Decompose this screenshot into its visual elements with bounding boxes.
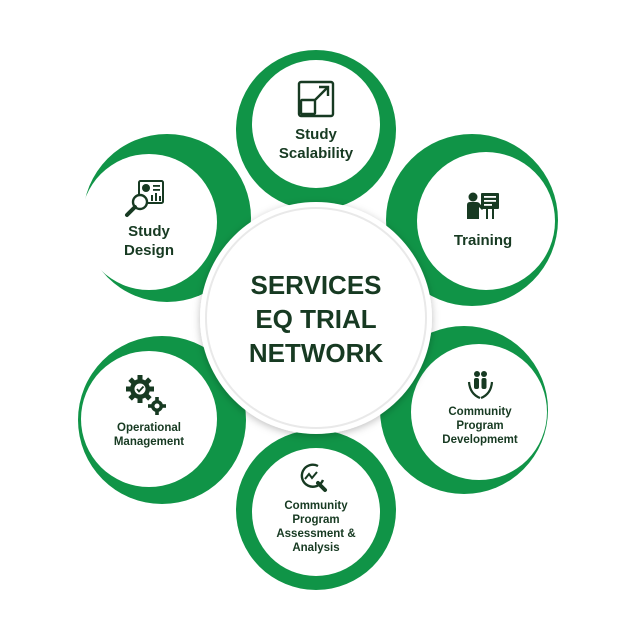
petal-label-line: Scalability	[279, 145, 354, 162]
center-title-line-3: NETWORK	[249, 338, 384, 368]
petal-study-design: Study Design	[124, 180, 174, 259]
petal-study-scalability: Study Scalability	[279, 80, 354, 162]
petal-label-line: Training	[454, 232, 512, 249]
petal-label-line: Study	[128, 223, 170, 240]
community-hands-icon	[467, 371, 494, 400]
gears-icon	[126, 375, 166, 415]
petal-label-line: Study	[295, 126, 337, 143]
petal-label-line: Assessment &	[276, 528, 355, 540]
petal-training: Training	[454, 192, 512, 249]
petal-community-program-assessment: Community Program Assessment & Analysis	[276, 463, 356, 554]
study-design-icon	[125, 180, 164, 217]
petal-label-line: Management	[114, 436, 184, 448]
petal-label-line: Community	[284, 500, 348, 512]
center-hub: SERVICES EQ TRIAL NETWORK	[200, 202, 432, 434]
petal-label-line: Design	[124, 242, 174, 259]
petal-label-line: Community	[448, 406, 512, 418]
center-title-line-1: SERVICES	[250, 270, 381, 300]
petal-label-line: Program	[292, 514, 339, 526]
training-icon	[467, 192, 499, 219]
petal-discs	[81, 60, 555, 576]
analysis-magnifier-icon	[300, 463, 327, 492]
scalability-icon	[297, 80, 335, 118]
petal-label-line: Operational	[117, 422, 181, 434]
petal-community-program-development: Community Program Developmemt	[442, 371, 518, 446]
petal-operational-management: Operational Management	[114, 375, 184, 448]
petal-label-line: Analysis	[292, 542, 339, 554]
petal-label-line: Developmemt	[442, 434, 518, 446]
center-title-line-2: EQ TRIAL	[255, 304, 376, 334]
petal-label-line: Program	[456, 420, 503, 432]
